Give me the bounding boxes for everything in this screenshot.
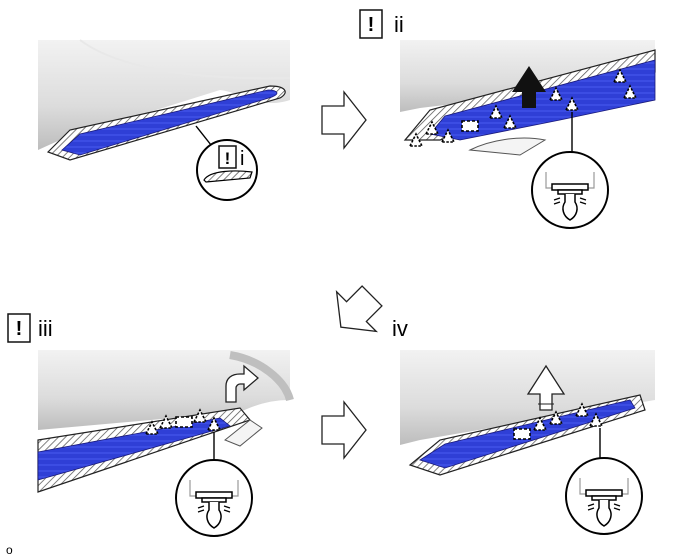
clip-icon (513, 428, 531, 440)
step-cover-blue (61, 89, 278, 156)
detail-circle (196, 139, 258, 201)
car-body (38, 40, 290, 150)
panel-step-1 (38, 39, 291, 201)
pull-up-arrow-icon (512, 66, 546, 108)
panel-step-4 (400, 350, 655, 535)
hollow-arrow-icon (321, 91, 367, 149)
step-cover-blue (37, 417, 231, 481)
caution-icon-1: ! (225, 149, 231, 168)
figure-code: o (6, 543, 13, 557)
caution-icon-2: ! (368, 14, 375, 36)
panel-step-3 (37, 350, 294, 537)
step-label-2: ii (394, 12, 404, 37)
hollow-arrow-icon (321, 401, 367, 459)
clip-detail-circle (175, 459, 253, 537)
step-label-3: iii (38, 316, 53, 341)
pull-up-arrow-icon (526, 364, 566, 411)
clip-icon (461, 120, 479, 132)
clip-detail-circle (531, 151, 609, 229)
step-label-1: i (240, 148, 244, 170)
clip-icon (175, 416, 193, 428)
car-body (400, 350, 655, 445)
hollow-arrow-icon (320, 275, 393, 348)
panel-step-2 (400, 40, 656, 229)
pull-up-arrow-icon (225, 364, 259, 403)
step-label-4: iv (392, 316, 408, 341)
step-cover-blue (429, 59, 656, 141)
caution-icon-3: ! (16, 318, 23, 340)
clip-detail-circle (565, 457, 643, 535)
